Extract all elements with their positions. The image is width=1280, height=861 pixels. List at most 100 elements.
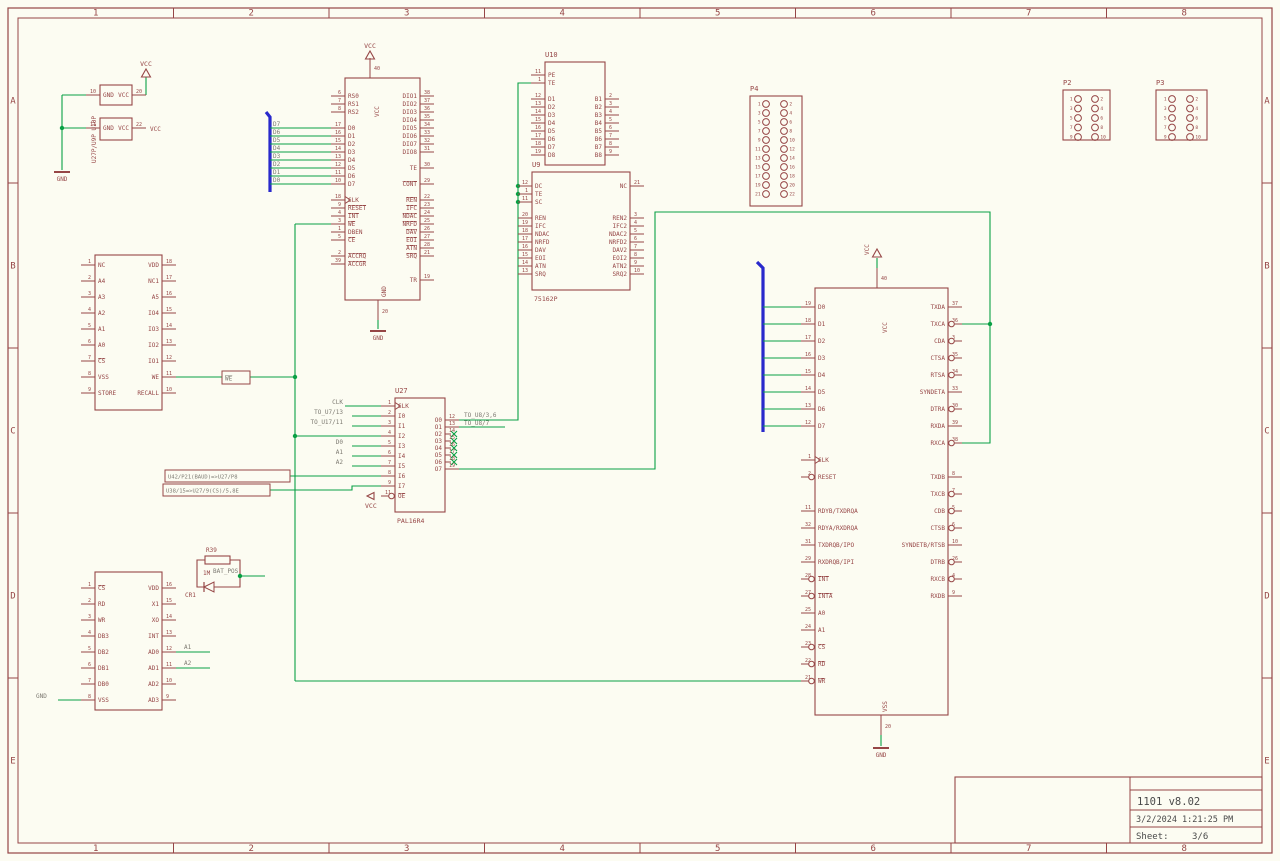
connector-pad[interactable] [1186, 133, 1194, 141]
pin-label: VDD [148, 585, 159, 592]
connector-pad[interactable] [1074, 104, 1082, 113]
connector-pad[interactable] [780, 172, 788, 180]
bus[interactable] [755, 260, 765, 432]
connector-pad[interactable] [762, 118, 770, 126]
pin-number: 10 [952, 539, 958, 545]
pin-number: 24 [424, 210, 430, 216]
connector-pad[interactable] [762, 100, 770, 108]
connector-pad[interactable] [1074, 123, 1082, 132]
connector-pad[interactable] [1186, 95, 1194, 103]
refdes-P4: P4 [750, 85, 758, 93]
net-wire[interactable] [270, 485, 381, 491]
connector-pad[interactable] [1091, 133, 1099, 141]
pin-label: REN [535, 215, 546, 222]
pin-number: 15 [535, 117, 541, 123]
pin-number: 14 [166, 323, 172, 329]
connector-pad[interactable] [1168, 114, 1176, 122]
pin-label: SRQ [406, 253, 417, 260]
document-title: 1101 v8.02 [1137, 796, 1200, 808]
pin-number: 3 [388, 420, 391, 426]
component-body[interactable] [531, 171, 631, 291]
pad-number: 9 [1070, 135, 1073, 141]
connector-pad[interactable] [762, 190, 770, 198]
pin-number: 15 [166, 598, 172, 604]
connector-pad[interactable] [780, 127, 788, 135]
frame-column-label: 3 [404, 844, 409, 854]
connector-pad[interactable] [780, 109, 788, 117]
connector-pad[interactable] [762, 181, 770, 189]
pin-number: 13 [335, 154, 341, 160]
connector-pad[interactable] [780, 163, 788, 171]
connector-pad[interactable] [762, 145, 770, 153]
inverter-bubble-icon [948, 337, 955, 345]
connector-pad[interactable] [1186, 114, 1194, 122]
component-body[interactable] [94, 254, 163, 411]
connector-pad[interactable] [762, 154, 770, 162]
connector-pad[interactable] [780, 181, 788, 189]
junction-dot [987, 321, 993, 327]
connector-pad[interactable] [780, 154, 788, 162]
refdes-U27: U27 [395, 387, 408, 395]
net-wire[interactable] [459, 82, 531, 421]
component-body[interactable] [544, 61, 606, 166]
pin-label: IO1 [148, 358, 159, 365]
connector-body[interactable] [1155, 89, 1208, 141]
pad-number: 2 [789, 102, 792, 108]
connector-pad[interactable] [780, 136, 788, 144]
connector-pad[interactable] [780, 100, 788, 108]
connector-pad[interactable] [1186, 123, 1194, 132]
connector-pad[interactable] [1074, 95, 1082, 103]
pin-label: I5 [398, 463, 406, 470]
connector-pad[interactable] [1091, 104, 1099, 113]
connector-pad[interactable] [1168, 95, 1176, 103]
component-body[interactable] [99, 117, 133, 141]
connector-pad[interactable] [780, 145, 788, 153]
component-CR1[interactable]: CR1 [185, 581, 215, 599]
component-body[interactable] [94, 571, 163, 711]
connector-pad[interactable] [1074, 133, 1082, 141]
net-wire[interactable] [459, 211, 991, 470]
connector-pad[interactable] [1091, 114, 1099, 122]
pin-label: B1 [595, 96, 603, 103]
connector-pad[interactable] [762, 109, 770, 117]
connector-pad[interactable] [762, 172, 770, 180]
component-body[interactable] [344, 77, 421, 301]
connector-pad[interactable] [1168, 123, 1176, 132]
symbol-wire[interactable] [196, 559, 205, 588]
pin-number: 15 [166, 307, 172, 313]
connector-pad[interactable] [762, 163, 770, 171]
pin-label: ATN2 [613, 263, 628, 270]
connector-pad[interactable] [762, 136, 770, 144]
connector-pad[interactable] [780, 190, 788, 198]
pin-label: VDD [148, 262, 159, 269]
connector-pad[interactable] [1168, 104, 1176, 113]
connector-pad[interactable] [1074, 114, 1082, 122]
connector-pad[interactable] [1186, 104, 1194, 113]
pin-number: 14 [449, 428, 455, 434]
connector-pad[interactable] [780, 118, 788, 126]
net-label: D7 [273, 121, 281, 128]
connector-pad[interactable] [1091, 95, 1099, 103]
symbol-wire[interactable] [214, 559, 241, 588]
connector-body[interactable] [749, 95, 803, 207]
resistor-body[interactable] [204, 555, 231, 565]
connector-pad[interactable] [1091, 123, 1099, 132]
junction-dot [59, 125, 65, 131]
connector-body[interactable] [1062, 89, 1111, 141]
connector-pad[interactable] [1168, 133, 1176, 141]
connector-pad[interactable] [762, 127, 770, 135]
bus[interactable] [264, 111, 272, 192]
